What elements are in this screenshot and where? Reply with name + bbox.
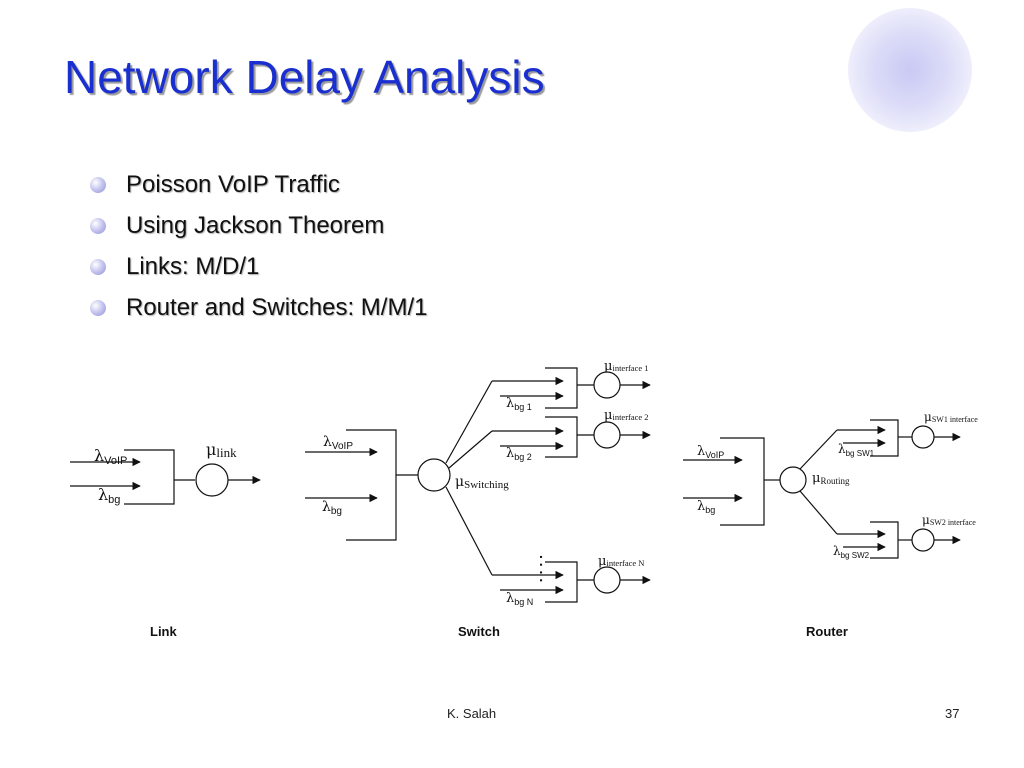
switch-branch1-lambda-label: bg 1 — [514, 402, 532, 412]
switch-branch1-server — [593, 371, 621, 399]
router-sw1-mu-label: SW1 interface — [932, 415, 978, 424]
switch-branch-line — [445, 380, 493, 464]
switch-lambda-bg-label: bg — [331, 506, 342, 517]
svg-text:λbg: λbg — [697, 499, 715, 515]
switch-branch-line — [445, 486, 493, 576]
decor-circle — [848, 8, 972, 132]
router-sw1-buffer — [870, 419, 899, 457]
link-queue-buffer — [124, 449, 175, 505]
switch-branchN-buffer — [545, 561, 578, 603]
link-mu-label: link — [216, 445, 237, 460]
svg-text:μSW2 interface: μSW2 interface — [922, 513, 976, 527]
link-caption: Link — [150, 624, 177, 639]
router-sw2-mu-label: SW2 interface — [930, 518, 976, 527]
svg-text:λbg: λbg — [322, 499, 342, 517]
bullet-text: Using Jackson Theorem — [126, 212, 385, 239]
router-sw2-buffer — [870, 521, 899, 559]
switch-ellipsis: . . . . — [537, 555, 553, 582]
svg-text:λbg: λbg — [98, 485, 120, 506]
switch-branchN-lambda-label: bg N — [514, 597, 533, 607]
link-model — [70, 449, 261, 505]
svg-text:μinterface 1: μinterface 1 — [604, 359, 649, 374]
svg-text:μSW1 interface: μSW1 interface — [924, 410, 978, 424]
router-sw2-server — [911, 528, 935, 552]
svg-text:λVoIP: λVoIP — [697, 444, 724, 460]
bullet-icon — [90, 300, 106, 316]
router-queue-buffer — [720, 437, 765, 526]
switch-lambda-voip-label: VoIP — [332, 441, 353, 452]
router-lambda-voip-label: VoIP — [705, 450, 724, 460]
svg-text:μinterface N: μinterface N — [598, 554, 644, 569]
bullet-icon — [90, 218, 106, 234]
svg-text:λVoIP: λVoIP — [94, 446, 127, 467]
bullet-item: Using Jackson Theorem — [90, 209, 427, 250]
switch-mu-label: Switching — [464, 479, 509, 491]
bullet-text: Links: M/D/1 — [126, 253, 260, 280]
router-sw1-lambda-label: bg SW1 — [846, 449, 875, 458]
svg-text:λbg SW2: λbg SW2 — [833, 544, 870, 560]
svg-text:μlink: μlink — [206, 440, 237, 460]
link-lambda-voip-label: VoIP — [104, 455, 127, 467]
switch-branch2-buffer — [545, 416, 578, 458]
router-lambda-bg-label: bg — [705, 505, 715, 515]
svg-text:λbg SW1: λbg SW1 — [838, 442, 875, 458]
switch-queue-buffer — [346, 429, 397, 541]
bullet-icon — [90, 177, 106, 193]
switch-branchN-server — [593, 566, 621, 594]
switch-branch2-lambda-label: bg 2 — [514, 452, 532, 462]
footer-author: K. Salah — [447, 706, 497, 721]
switch-branch1-mu-label: interface 1 — [612, 363, 648, 373]
link-server — [195, 463, 229, 497]
link-lambda-bg-label: bg — [108, 494, 120, 506]
bullet-text: Poisson VoIP Traffic — [126, 171, 340, 198]
router-caption: Router — [806, 624, 848, 639]
bullet-item: Poisson VoIP Traffic — [90, 168, 427, 209]
svg-text:λbg N: λbg N — [506, 591, 533, 607]
bullet-icon — [90, 259, 106, 275]
switch-branch1-buffer — [545, 367, 578, 409]
svg-text:μRouting: μRouting — [812, 471, 850, 486]
switch-model — [305, 367, 651, 603]
slide-title: Network Delay Analysis — [64, 51, 545, 103]
router-model — [683, 419, 961, 559]
bullet-item: Links: M/D/1 — [90, 250, 427, 291]
router-mu-label: Routing — [820, 476, 850, 486]
switch-branch2-mu-label: interface 2 — [612, 412, 648, 422]
switch-branchN-mu-label: interface N — [606, 558, 644, 568]
bullet-list: Poisson VoIP Traffic Using Jackson Theor… — [90, 168, 427, 332]
bullet-text: Router and Switches: M/M/1 — [126, 294, 428, 321]
switch-branch2-server — [593, 421, 621, 449]
switch-server — [417, 458, 451, 492]
switch-caption: Switch — [458, 624, 500, 639]
svg-text:λVoIP: λVoIP — [323, 434, 353, 452]
router-branch-line — [799, 429, 838, 470]
router-server — [779, 466, 807, 494]
switch-branch-line — [448, 430, 493, 469]
bullet-item: Router and Switches: M/M/1 — [90, 291, 427, 332]
page-number: 37 — [945, 706, 960, 721]
router-branch-line — [799, 490, 838, 535]
svg-text:λbg 1: λbg 1 — [506, 396, 532, 412]
svg-text:μinterface 2: μinterface 2 — [604, 408, 649, 423]
svg-text:λbg 2: λbg 2 — [506, 446, 532, 462]
router-sw1-server — [911, 425, 935, 449]
svg-text:μSwitching: μSwitching — [455, 474, 509, 491]
router-sw2-lambda-label: bg SW2 — [841, 551, 870, 560]
